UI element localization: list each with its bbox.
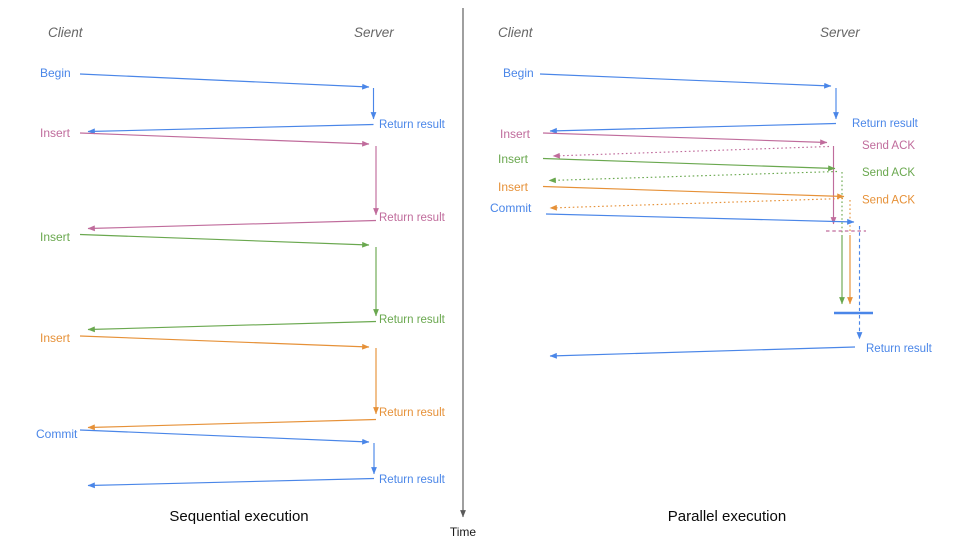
left-insert1-response-arrow [87, 219, 377, 232]
left-op-insert2-label: Insert [40, 230, 71, 244]
right-server-header: Server [820, 25, 860, 40]
right-insert1-ack-label: Send ACK [862, 140, 915, 152]
right-final-response-arrow [549, 346, 856, 359]
left-insert1-response-label: Return result [379, 212, 446, 224]
right-insert3-ack-dotted-arrow [549, 197, 844, 211]
left-commit-response-label: Return result [379, 474, 446, 486]
left-insert3-request-arrow [79, 335, 370, 350]
right-commit-request-arrow [545, 213, 855, 225]
time-axis-label: Time [450, 525, 477, 539]
right-insert2-ack-dotted-arrow [548, 170, 838, 184]
right-op-begin-label: Begin [503, 66, 534, 80]
left-client-header: Client [48, 25, 84, 40]
left-commit-request-arrow [79, 429, 370, 445]
left-begin-request-arrow [79, 73, 370, 90]
right-insert1-ack-dotted-arrow [552, 145, 830, 159]
left-op-insert1-label: Insert [40, 126, 71, 140]
parallel-caption: Parallel execution [668, 508, 786, 525]
left-commit-response-arrow [87, 477, 375, 489]
right-op-insert3-label: Insert [498, 180, 529, 194]
right-op-insert1-label: Insert [500, 127, 531, 141]
right-client-header: Client [498, 25, 534, 40]
left-op-commit-label: Commit [36, 427, 78, 441]
left-insert2-response-label: Return result [379, 314, 446, 326]
right-op-insert2-label: Insert [498, 152, 529, 166]
left-insert1-request-arrow [79, 132, 370, 147]
parallel-panel: Client Server Begin Return result Insert… [490, 25, 933, 525]
right-begin-request-arrow [539, 73, 832, 89]
right-final-response-label: Return result [866, 343, 933, 355]
right-insert3-ack-label: Send ACK [862, 195, 915, 207]
sequential-caption: Sequential execution [169, 508, 308, 525]
left-insert3-response-arrow [87, 418, 377, 431]
left-insert2-request-arrow [79, 233, 370, 248]
left-begin-response-arrow [87, 123, 374, 135]
right-insert3-request-arrow [542, 185, 845, 200]
right-insert2-ack-label: Send ACK [862, 167, 915, 179]
left-op-insert3-label: Insert [40, 331, 71, 345]
sequential-panel: Client Server Begin Return result Insert… [36, 25, 446, 525]
left-begin-response-label: Return result [379, 119, 446, 131]
left-server-header: Server [354, 25, 394, 40]
right-begin-response-arrow [549, 122, 837, 134]
right-insert2-request-arrow [542, 157, 836, 172]
time-axis: Time [450, 8, 477, 539]
right-begin-response-label: Return result [852, 118, 919, 130]
right-insert1-request-arrow [542, 132, 828, 146]
left-op-begin-label: Begin [40, 66, 71, 80]
left-insert3-response-label: Return result [379, 407, 446, 419]
right-op-commit-label: Commit [490, 201, 532, 215]
left-insert2-response-arrow [87, 320, 377, 333]
